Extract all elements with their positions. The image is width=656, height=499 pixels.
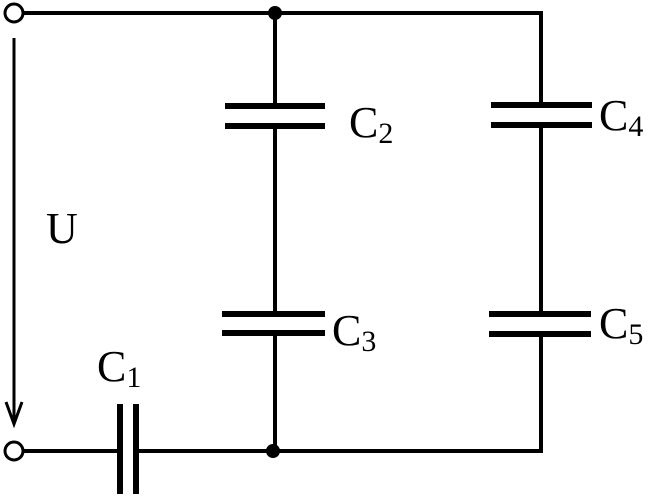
label-c4-subscript: 4 bbox=[628, 110, 643, 143]
label-c3-letter: C bbox=[332, 306, 361, 355]
label-c5: C5 bbox=[599, 299, 643, 351]
label-c5-letter: C bbox=[599, 299, 628, 348]
capacitor-c2 bbox=[225, 103, 325, 129]
label-c2: C2 bbox=[349, 98, 393, 150]
voltage-arrow-head bbox=[4, 401, 24, 429]
label-c2-letter: C bbox=[349, 98, 378, 147]
label-c1-subscript: 1 bbox=[126, 361, 141, 394]
label-c3: C3 bbox=[332, 306, 376, 358]
capacitor-c3 bbox=[222, 311, 325, 336]
label-c4: C4 bbox=[599, 91, 643, 143]
wires bbox=[22, 11, 543, 453]
label-c5-subscript: 5 bbox=[628, 318, 643, 351]
label-c2-subscript: 2 bbox=[378, 117, 393, 150]
capacitor-c1 bbox=[117, 404, 139, 494]
voltage-label: U bbox=[46, 204, 78, 253]
junction-top bbox=[268, 6, 282, 20]
label-c1: C1 bbox=[97, 342, 141, 394]
junction-bottom bbox=[266, 444, 280, 458]
label-c4-letter: C bbox=[599, 91, 628, 140]
voltage-arrow bbox=[4, 38, 24, 429]
label-c3-subscript: 3 bbox=[361, 325, 376, 358]
terminal-top-left bbox=[3, 2, 25, 24]
capacitor-c5 bbox=[489, 311, 591, 337]
label-c1-letter: C bbox=[97, 342, 126, 391]
terminal-bottom-left bbox=[3, 440, 25, 462]
capacitor-c4 bbox=[491, 102, 592, 128]
